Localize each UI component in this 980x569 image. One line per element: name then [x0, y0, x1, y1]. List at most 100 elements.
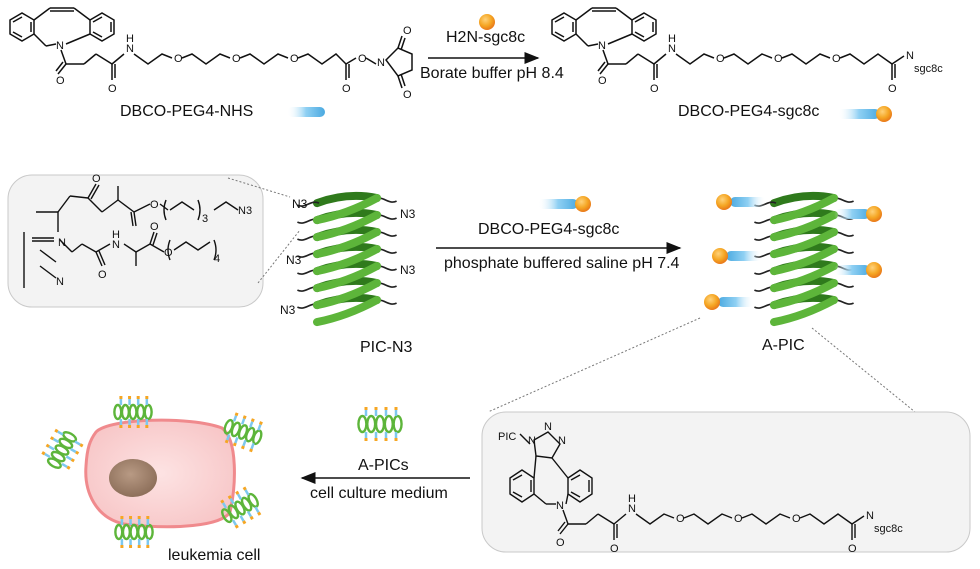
svg-text:O: O	[358, 53, 367, 65]
inset2-pointer-left	[487, 317, 701, 413]
helix-front-strand	[313, 228, 381, 259]
svg-text:O: O	[734, 513, 743, 525]
conditions-label: Borate buffer pH 8.4	[420, 65, 564, 82]
pic-monomer-structure	[23, 183, 239, 288]
svg-text:H: H	[126, 33, 134, 45]
svg-text:N: N	[377, 57, 385, 69]
cell-nucleus	[109, 459, 157, 497]
helix-front-strand	[770, 194, 838, 225]
svg-text:O: O	[108, 83, 117, 95]
aptamer-conjugate	[716, 194, 766, 210]
svg-text:O: O	[888, 83, 897, 95]
aptamer-conjugate-icon	[838, 106, 892, 122]
pic-n3-label: PIC-N3	[360, 339, 413, 356]
mini-a-pic	[223, 412, 263, 453]
svg-text:N3: N3	[400, 263, 416, 277]
triazole-atoms: PIC N N N N O N H O O O O O N sgc8c	[498, 421, 903, 555]
cell-bound-a-pics	[41, 396, 263, 548]
mini-a-pic	[220, 486, 262, 529]
helix-front-strand	[770, 296, 838, 327]
svg-text:H: H	[628, 493, 636, 505]
helix-front-strand	[313, 245, 381, 276]
svg-text:N: N	[668, 43, 676, 55]
svg-text:O: O	[290, 53, 299, 65]
reaction3-reagent-label: A-PICs	[358, 457, 409, 474]
helix-front-strand	[770, 211, 838, 242]
svg-text:O: O	[98, 269, 107, 281]
svg-text:O: O	[676, 513, 685, 525]
svg-text:3: 3	[202, 213, 208, 225]
svg-text:N3: N3	[280, 303, 296, 317]
helix-front-strand	[313, 296, 381, 327]
a-pic-small-icon	[357, 407, 403, 441]
azide-labels-left: N3 N3 N3 N3 N3	[280, 197, 416, 317]
svg-text:N: N	[126, 43, 134, 55]
svg-text:O: O	[150, 199, 159, 211]
helix-front-strand	[313, 262, 381, 293]
aptamer-conjugate	[712, 248, 762, 264]
helix-front-strand	[770, 262, 838, 293]
reactant-label: DBCO-PEG4-NHS	[120, 103, 254, 120]
aptamer-conjugate	[834, 262, 882, 278]
linker-icon	[287, 107, 325, 117]
svg-text:N3: N3	[292, 197, 308, 211]
leukemia-cell-membrane	[84, 418, 236, 529]
helix-front-strand	[313, 211, 381, 242]
aptamer-ball-icon	[479, 14, 495, 30]
pic-n3-helix	[297, 191, 397, 327]
dbco-peg4-sgc8c-atoms: N O N H O O O O O N sgc8c	[598, 33, 943, 95]
product-label: DBCO-PEG4-sgc8c	[678, 103, 820, 120]
svg-text:O: O	[556, 537, 565, 549]
helix-front-strand	[770, 279, 838, 310]
inset2-pointer-right	[811, 327, 921, 417]
triazole-structure	[509, 431, 865, 540]
svg-text:sgc8c: sgc8c	[874, 523, 903, 535]
svg-text:N3: N3	[238, 205, 252, 217]
pic-monomer-atoms: O O 3 N3 N N N H O O O 4	[56, 173, 252, 288]
svg-text:O: O	[232, 53, 241, 65]
helix-front-strand	[770, 245, 838, 276]
mini-a-pic	[357, 407, 403, 441]
svg-text:N: N	[598, 40, 606, 52]
svg-text:4: 4	[214, 253, 220, 265]
svg-text:N: N	[56, 276, 64, 288]
helix-front-strand	[313, 279, 381, 310]
svg-text:N: N	[628, 503, 636, 515]
svg-text:N: N	[906, 50, 914, 62]
svg-text:H: H	[112, 229, 120, 241]
reaction2-reagent-label: DBCO-PEG4-sgc8c	[478, 221, 620, 238]
reaction2-conditions-label: phosphate buffered saline pH 7.4	[444, 255, 680, 272]
svg-text:O: O	[848, 543, 857, 555]
svg-text:O: O	[174, 53, 183, 65]
svg-text:O: O	[164, 247, 173, 259]
svg-text:O: O	[792, 513, 801, 525]
mini-a-pic	[114, 516, 154, 548]
svg-text:O: O	[403, 89, 412, 101]
svg-text:O: O	[650, 83, 659, 95]
svg-text:N: N	[556, 500, 564, 512]
reaction3-conditions-label: cell culture medium	[310, 485, 448, 502]
svg-text:N: N	[58, 237, 66, 249]
side-chain	[297, 201, 320, 207]
svg-text:sgc8c: sgc8c	[914, 63, 943, 75]
dbco-peg4-sgc8c-structure	[551, 7, 905, 80]
inset-pointer-bottom	[257, 229, 301, 284]
svg-text:N: N	[112, 239, 120, 251]
aptamer-conjugate	[704, 294, 754, 310]
svg-text:N: N	[558, 435, 566, 447]
mini-a-pic	[41, 428, 84, 470]
leukemia-cell-label: leukemia cell	[168, 547, 261, 564]
dbco-peg4-nhs-atoms: N O N H O O O O O O N O O	[56, 25, 412, 101]
svg-text:N: N	[528, 435, 536, 447]
svg-text:N3: N3	[400, 207, 416, 221]
svg-text:O: O	[832, 53, 841, 65]
svg-text:N: N	[56, 40, 64, 52]
svg-text:O: O	[342, 83, 351, 95]
reagent-label: H2N-sgc8c	[446, 29, 526, 46]
svg-text:O: O	[716, 53, 725, 65]
svg-text:H: H	[668, 33, 676, 45]
a-pic-label: A-PIC	[762, 337, 805, 354]
a-pic-aptamer-conjugates	[704, 194, 882, 310]
svg-text:O: O	[403, 25, 412, 37]
